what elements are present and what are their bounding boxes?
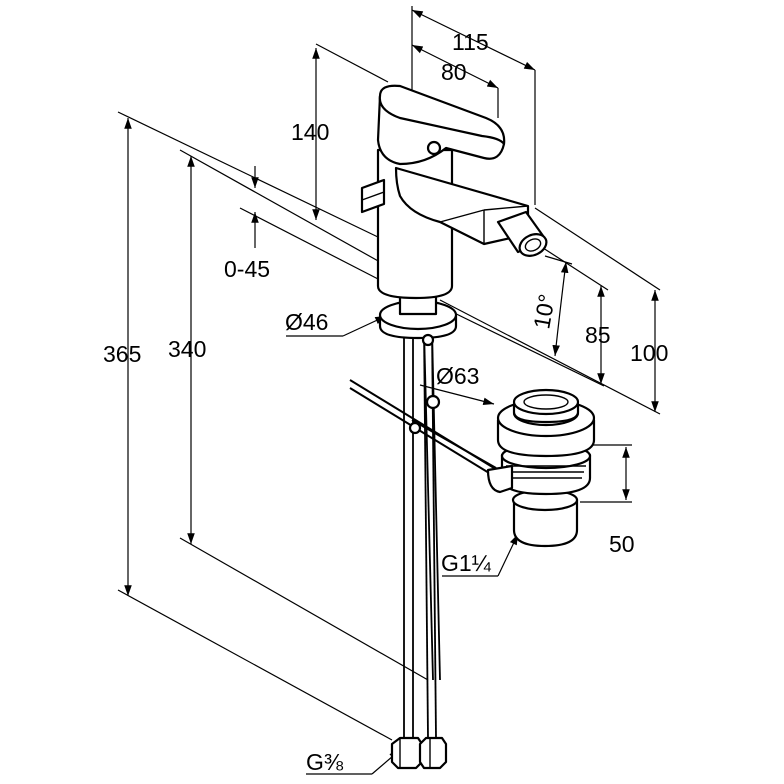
dim-0-45-label: 0-45 bbox=[224, 256, 270, 282]
dim-100-label: 100 bbox=[630, 340, 668, 366]
dim-85-label: 85 bbox=[585, 322, 611, 348]
base-flange bbox=[378, 292, 458, 347]
dim-365-label: 365 bbox=[103, 341, 141, 367]
pop-up-rod bbox=[349, 379, 497, 477]
dim-80-label: 80 bbox=[441, 59, 467, 85]
dim-diameter-63-label: Ø63 bbox=[436, 363, 479, 389]
thread-waste-label: G1¼ bbox=[441, 550, 492, 576]
dimension-lines bbox=[117, 6, 661, 775]
mounting-nut bbox=[408, 394, 441, 435]
thread-supply-label: G⅜ bbox=[306, 749, 344, 775]
dim-50-label: 50 bbox=[609, 531, 635, 557]
dim-340-label: 340 bbox=[168, 336, 206, 362]
dimension-labels: 115 80 140 0-45 365 340 Ø46 Ø63 10° 85 1… bbox=[103, 29, 668, 775]
lever-handle bbox=[376, 84, 506, 166]
dim-10-degree-label: 10° bbox=[528, 292, 560, 331]
dim-140-label: 140 bbox=[291, 119, 329, 145]
spray-nozzle bbox=[496, 210, 548, 257]
waste-valve bbox=[486, 388, 596, 548]
dim-115-label: 115 bbox=[452, 29, 489, 55]
hose-connector-nuts bbox=[390, 736, 448, 770]
dim-diameter-46-label: Ø46 bbox=[285, 309, 328, 335]
spout bbox=[394, 166, 530, 246]
